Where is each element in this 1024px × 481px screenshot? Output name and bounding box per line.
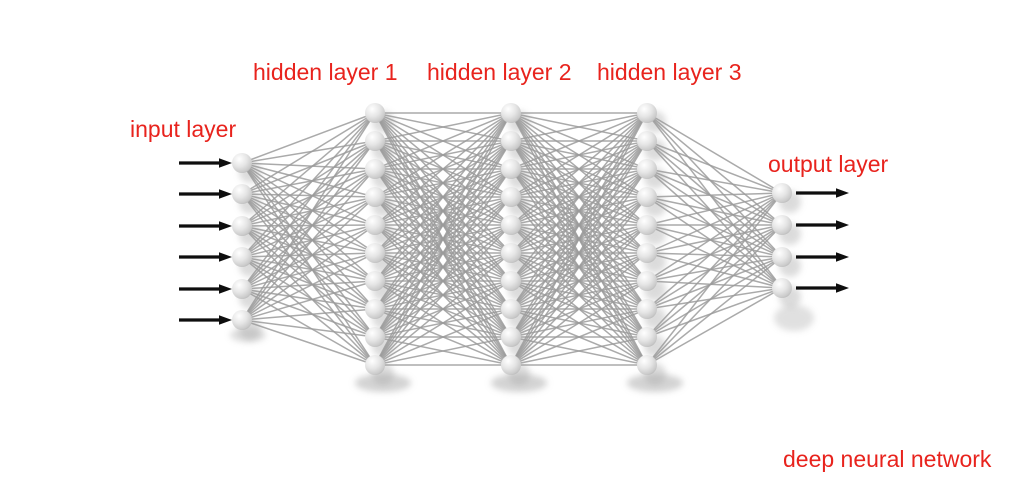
neuron-node — [232, 247, 252, 267]
neuron-node — [501, 243, 521, 263]
neuron-node — [365, 215, 385, 235]
neurons — [232, 103, 792, 375]
neuron-node — [501, 187, 521, 207]
neuron-node — [772, 215, 792, 235]
connections-2-3 — [510, 112, 648, 366]
neuron-node — [637, 355, 657, 375]
neuron-node — [637, 103, 657, 123]
neuron-node — [637, 243, 657, 263]
input-arrows — [179, 158, 232, 325]
neuron-node — [501, 215, 521, 235]
neuron-node — [772, 247, 792, 267]
neuron-node — [772, 278, 792, 298]
neuron-node — [501, 131, 521, 151]
neuron-node — [501, 299, 521, 319]
label-output-layer: output layer — [768, 151, 889, 177]
output-arrows — [796, 188, 849, 293]
neuron-node — [232, 310, 252, 330]
neuron-node — [637, 327, 657, 347]
neuron-node — [232, 279, 252, 299]
neuron-node — [637, 215, 657, 235]
neuron-node — [232, 184, 252, 204]
neuron-node — [637, 271, 657, 291]
neuron-node — [365, 187, 385, 207]
label-hidden-layer-2: hidden layer 2 — [427, 59, 572, 85]
neuron-node — [637, 131, 657, 151]
neuron-node — [365, 131, 385, 151]
neuron-node — [365, 103, 385, 123]
neuron-node — [365, 299, 385, 319]
neuron-node — [501, 355, 521, 375]
label-input-layer: input layer — [130, 116, 237, 142]
neuron-node — [232, 216, 252, 236]
neuron-node — [637, 159, 657, 179]
neuron-node — [772, 183, 792, 203]
neuron-node — [637, 299, 657, 319]
neuron-node — [501, 327, 521, 347]
label-hidden-layer-3: hidden layer 3 — [597, 59, 742, 85]
neuron-node — [365, 355, 385, 375]
label-hidden-layer-1: hidden layer 1 — [253, 59, 398, 85]
neuron-node — [637, 187, 657, 207]
neuron-node — [501, 159, 521, 179]
connections-0-1 — [241, 112, 376, 366]
neuron-node — [501, 271, 521, 291]
neuron-node — [365, 243, 385, 263]
neuron-node — [365, 271, 385, 291]
connections-3-4 — [646, 112, 783, 366]
neuron-node — [365, 159, 385, 179]
neuron-node — [501, 103, 521, 123]
neuron-node — [232, 153, 252, 173]
label-caption: deep neural network — [783, 446, 992, 472]
connections-1-2 — [374, 112, 512, 366]
neuron-node — [365, 327, 385, 347]
